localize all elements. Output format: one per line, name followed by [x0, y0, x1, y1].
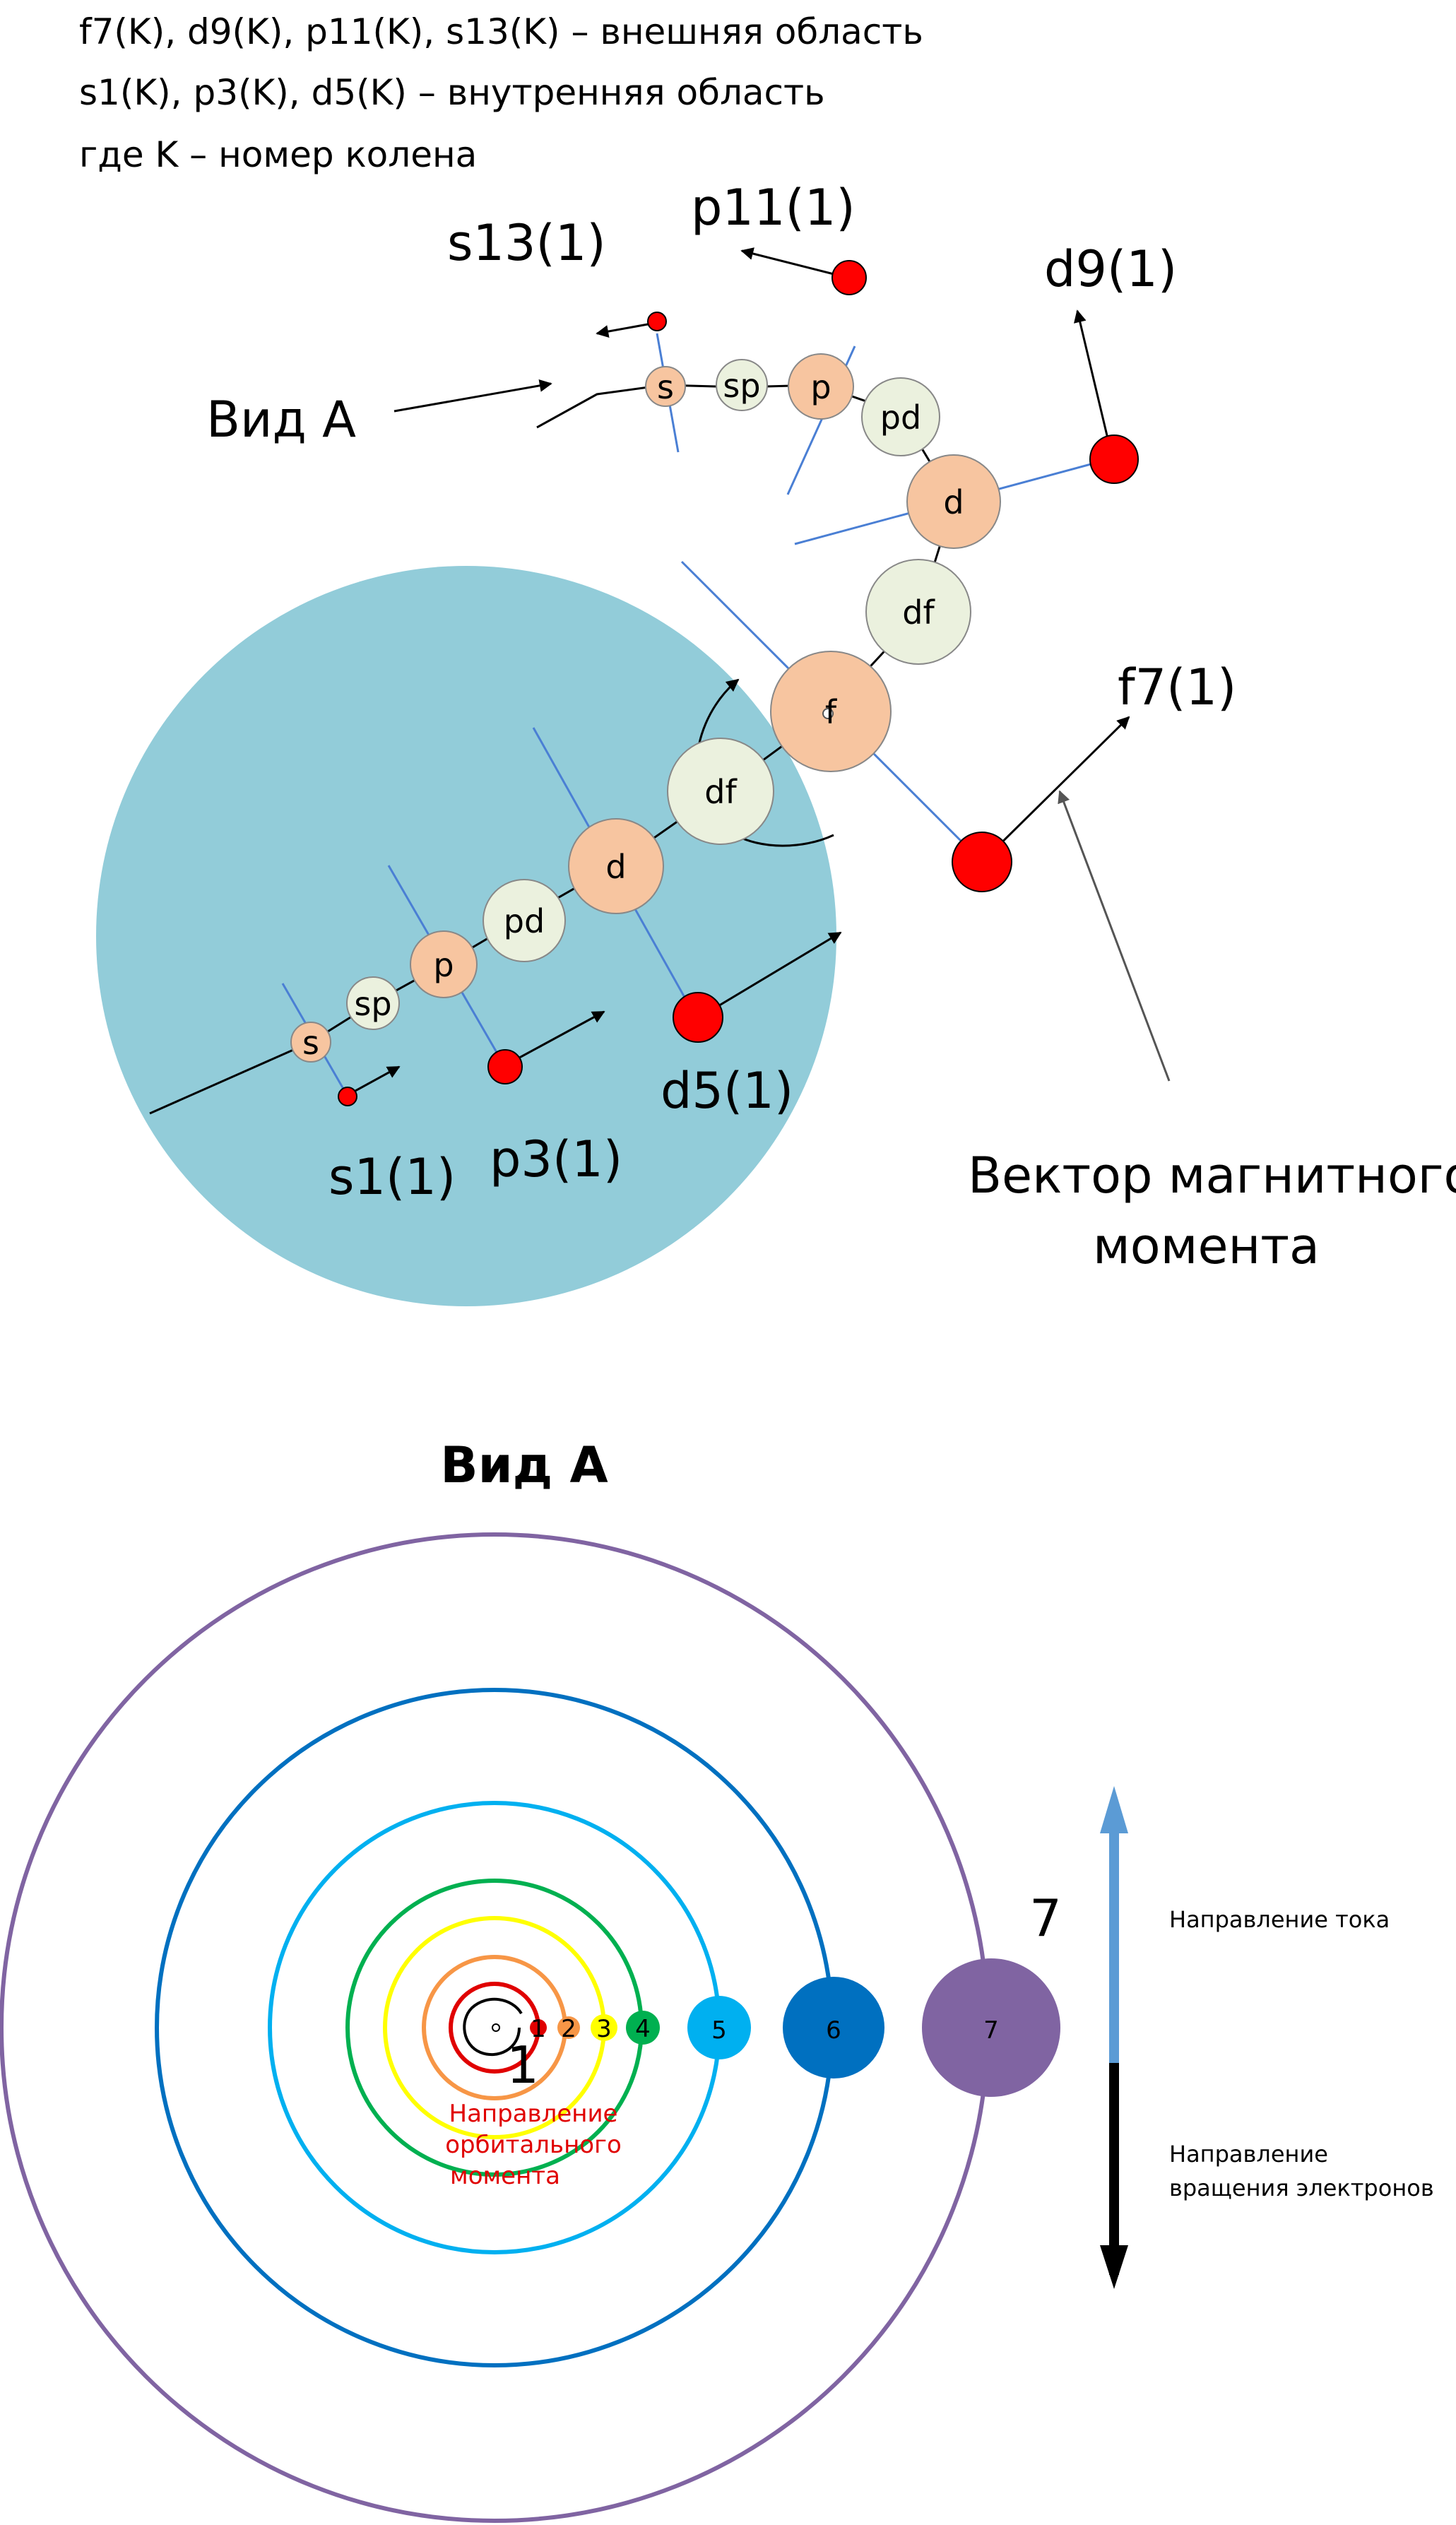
node-label-pd-outer: pd: [880, 398, 921, 437]
node-sp-outer: [716, 359, 768, 411]
shell-electron-2: [557, 2016, 580, 2039]
rotation-direction-line1: Направление: [1169, 2141, 1328, 2168]
legend-k-note: где K – номер колена: [79, 134, 477, 175]
shell-electron-1: [530, 2019, 547, 2036]
electron-d5: [673, 992, 723, 1043]
d9-moment-arrow: [1073, 309, 1114, 460]
p11-moment-arrow: [740, 247, 848, 279]
view-a-arrow: [393, 379, 552, 413]
electron-f7: [952, 832, 1012, 892]
d5-moment-arrow: [699, 931, 842, 1019]
legend-outer-region: f7(K), d9(K), p11(K), s13(K) – внешняя о…: [79, 11, 923, 52]
current-arrow-shaft: [1109, 1830, 1119, 2063]
label-s1: s1(1): [329, 1148, 456, 1206]
node-sp-inner: [346, 976, 400, 1030]
p3-moment-arrow: [504, 1010, 605, 1067]
shell-number-5: 5: [711, 2016, 727, 2045]
rotation-arrow-shaft: [1109, 2063, 1119, 2275]
moment-arrows: [347, 247, 1130, 1096]
electron-p3: [487, 1049, 523, 1084]
node-d-inner: [568, 818, 664, 914]
shell-1-big-label: 1: [507, 2035, 539, 2095]
inner-region-circle: [96, 566, 836, 1306]
shell-electron-labels: 1 2 3 4 5 6 7: [531, 2015, 999, 2045]
spiral-path: [149, 384, 955, 1115]
orbital-moment-line2: орбитального: [445, 2131, 622, 2159]
shell-electrons: [530, 1958, 1060, 2097]
shell-7-big-label: 7: [1029, 1888, 1062, 1948]
shell-number-4: 4: [635, 2015, 651, 2043]
shell-electron-6: [783, 1977, 884, 2078]
electron-s13: [647, 312, 667, 331]
node-label-sp-outer: sp: [723, 367, 760, 405]
node-label-s-outer: s: [657, 368, 674, 406]
label-magnetic-moment-1: Вектор магнитного: [968, 1147, 1456, 1205]
magnetic-moment-pointer: [1058, 790, 1171, 1082]
electrons: [338, 260, 1139, 1106]
node-pd-inner: [483, 879, 566, 962]
label-d5: d5(1): [661, 1062, 793, 1120]
label-p11: p11(1): [691, 179, 856, 237]
node-d-outer: [906, 454, 1001, 549]
node-label-d-inner: d: [605, 848, 626, 886]
node-s-outer: [645, 366, 686, 407]
shell-number-6: 6: [826, 2016, 841, 2045]
node-label-p-inner: p: [433, 946, 454, 984]
rotation-direction-line2: вращения электронов: [1169, 2175, 1434, 2201]
label-d9: d9(1): [1044, 240, 1177, 298]
rotation-arrow-head: [1100, 2245, 1128, 2289]
nucleus-dot: [492, 2023, 500, 2032]
shell-number-2: 2: [561, 2015, 576, 2043]
node-label-f: f: [825, 693, 838, 731]
node-label-pd-inner: pd: [504, 902, 545, 940]
label-p3: p3(1): [490, 1130, 622, 1188]
bottom-view-title: Вид А: [440, 1436, 608, 1494]
node-s-inner: [290, 1022, 331, 1063]
shell-electron-5: [687, 1996, 751, 2059]
node-label-df-outer: df: [902, 593, 935, 632]
node-label-df-inner: df: [704, 773, 738, 811]
s13-moment-arrow: [596, 321, 656, 338]
node-pd-outer: [861, 377, 940, 456]
node-label-sp-inner: sp: [354, 985, 391, 1023]
electron-p11: [831, 260, 867, 295]
node-label-d-outer: d: [943, 483, 964, 521]
label-view-a: Вид А: [206, 391, 356, 449]
orbital-moment-line3: момента: [450, 2162, 560, 2190]
node-label-s-inner: s: [302, 1024, 319, 1062]
legend-inner-region: s1(K), p3(K), d5(K) – внутренняя область: [79, 72, 825, 113]
node-p-outer: [788, 353, 854, 420]
electron-s1: [338, 1087, 357, 1106]
node-p-inner: [410, 930, 478, 998]
orbital-moment-arrow: [463, 1997, 523, 2057]
label-f7: f7(1): [1118, 658, 1236, 716]
shell-electron-4: [626, 2011, 660, 2045]
shell-electron-7: [922, 1958, 1060, 2097]
node-labels: s sp p pd d df f df d pd p sp s: [302, 367, 964, 1062]
f7-moment-arrow: [981, 716, 1130, 863]
orbital-nodes: [290, 353, 1001, 1063]
shell-number-3: 3: [596, 2015, 612, 2043]
f-center-dot: [822, 708, 834, 719]
orbital-moment-caption: Направление орбитального момента: [445, 2100, 622, 2190]
electron-labels: s13(1) p11(1) d9(1) f7(1) d5(1) p3(1) s1…: [206, 179, 1456, 1275]
label-magnetic-moment-2: момента: [1093, 1217, 1320, 1275]
electron-d9: [1089, 434, 1139, 484]
orbital-moment-line1: Направление: [449, 2100, 618, 2128]
direction-captions: Направление тока Направление вращения эл…: [1169, 1906, 1434, 2201]
current-arrow-head: [1100, 1786, 1128, 1833]
node-label-p-outer: p: [810, 368, 831, 406]
node-df-outer: [865, 559, 971, 665]
shell-number-1: 1: [531, 2015, 546, 2043]
current-direction-label: Направление тока: [1169, 1906, 1390, 1933]
label-s13: s13(1): [447, 214, 606, 272]
shell-number-7: 7: [983, 2016, 999, 2045]
s1-moment-arrow: [347, 1065, 401, 1096]
shell-electron-3: [591, 2014, 617, 2041]
node-df-inner: [667, 738, 774, 845]
